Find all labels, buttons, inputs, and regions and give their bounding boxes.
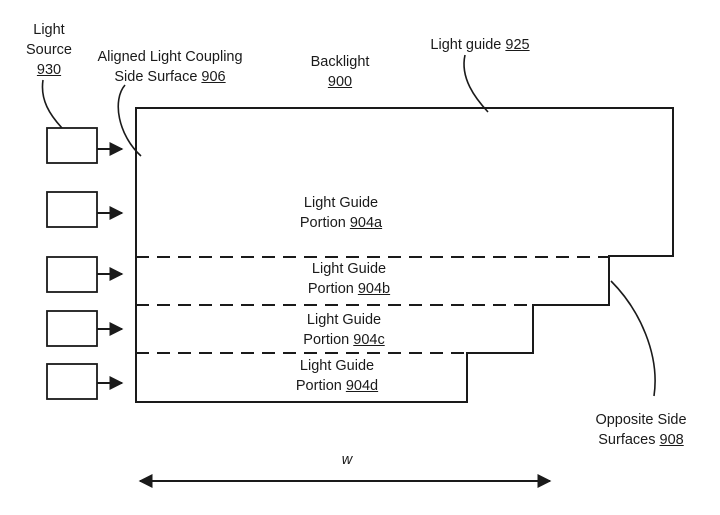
label-coupling-surface: Aligned Light Coupling Side Surface 906 — [97, 49, 243, 85]
label-light-guide: Light guide 925 — [430, 37, 530, 53]
label-light-source: Light Source 930 — [26, 22, 72, 78]
label-portion-904c: Light Guide Portion 904c — [303, 312, 385, 348]
light-source-box — [46, 127, 98, 164]
light-source-box — [46, 310, 98, 347]
label-portion-904d: Light Guide Portion 904d — [295, 358, 379, 394]
leader-light-source — [41, 79, 63, 129]
leader-coupling-surface — [117, 84, 142, 157]
light-guide-outline — [135, 107, 674, 403]
leader-light-guide — [463, 54, 489, 113]
label-width: w — [341, 452, 353, 468]
label-portion-904a: Light Guide Portion 904a — [299, 195, 383, 231]
light-source-box — [46, 363, 98, 400]
label-opposite-surfaces: Opposite Side Surfaces 908 — [595, 412, 687, 448]
label-backlight: Backlight 900 — [310, 54, 370, 90]
leader-opposite-surfaces — [610, 280, 656, 397]
light-source-box — [46, 256, 98, 293]
label-portion-904b: Light Guide Portion 904b — [307, 261, 391, 297]
light-source-box — [46, 191, 98, 228]
